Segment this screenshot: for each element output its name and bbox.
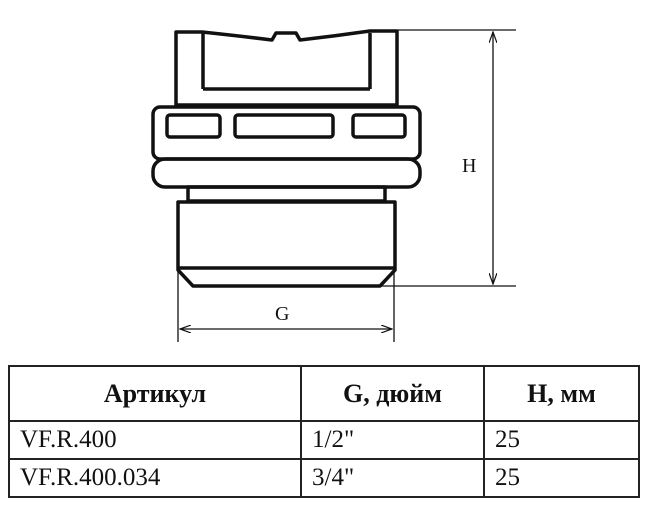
seal-ring: [151, 157, 422, 189]
dimension-h-label: H: [462, 155, 476, 177]
thread: [176, 200, 397, 288]
cell-h: 25: [483, 458, 640, 498]
cell-article: VF.R.400: [8, 420, 302, 460]
cell-g: 3/4": [300, 458, 485, 498]
cell-article: VF.R.400.034: [8, 458, 302, 498]
fitting-body: [151, 29, 422, 288]
header-article: Артикул: [8, 365, 302, 422]
cell-g: 1/2": [300, 420, 485, 460]
specs-table: Артикул G, дюйм H, мм VF.R.400 1/2" 25 V…: [8, 365, 640, 498]
dimension-g-label: G: [275, 303, 289, 325]
cell-h: 25: [483, 420, 640, 460]
header-h: H, мм: [483, 365, 640, 422]
top-cap: [174, 29, 399, 107]
table-header-row: Артикул G, дюйм H, мм: [8, 365, 640, 422]
header-g: G, дюйм: [300, 365, 485, 422]
table-row: VF.R.400 1/2" 25: [8, 420, 640, 460]
table-row: VF.R.400.034 3/4" 25: [8, 458, 640, 498]
neck: [186, 185, 387, 203]
dimension-lines: [177, 29, 516, 342]
fitting-drawing: H G: [151, 29, 516, 342]
